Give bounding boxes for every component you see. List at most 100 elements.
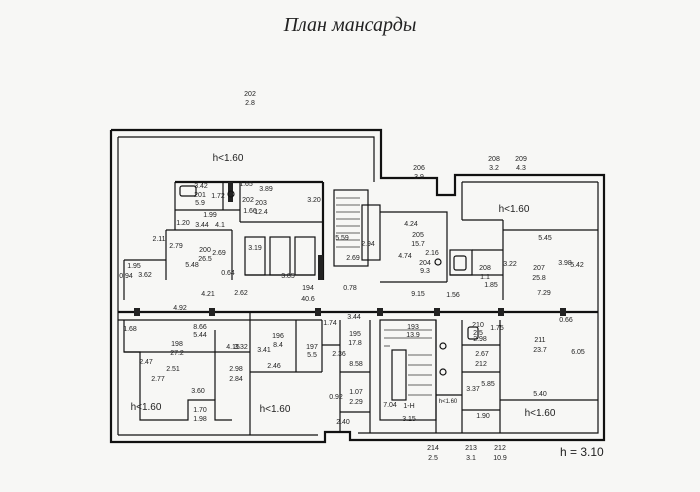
plan-label-344: 3.44 xyxy=(195,222,209,229)
plan-label-208b: 208 xyxy=(479,265,491,272)
plan-label-729: 7.29 xyxy=(537,290,551,297)
plan-label-548: 5.48 xyxy=(185,262,199,269)
plan-label-156: 1.56 xyxy=(446,292,460,299)
plan-label-190: 1.90 xyxy=(476,413,490,420)
plan-label-284: 2.84 xyxy=(229,376,243,383)
plan-label-398: 3.98 xyxy=(558,260,572,267)
ceiling-height-note: h = 3.10 xyxy=(560,445,604,459)
fixtures xyxy=(179,185,479,376)
plan-label-59: 5.9 xyxy=(195,200,205,207)
plan-label-421: 4.21 xyxy=(201,291,215,298)
plan-label-362: 3.62 xyxy=(138,272,152,279)
plan-label-207: 207 xyxy=(533,265,545,272)
plan-label-139: 13.9 xyxy=(406,332,420,339)
plan-label-322: 3.22 xyxy=(503,261,517,268)
plan-label-246: 2.46 xyxy=(267,363,281,370)
plan-label-107: 1.07 xyxy=(349,389,363,396)
plan-label-492: 4.92 xyxy=(173,305,187,312)
plan-label-585: 5.85 xyxy=(481,381,495,388)
plan-label-247: 2.47 xyxy=(139,359,153,366)
plan-label-216: 2.16 xyxy=(425,250,439,257)
plan-label-298: 2.98 xyxy=(473,336,487,343)
plan-label-202a: 2.8 xyxy=(245,100,255,107)
plan-label-415: 4.15 xyxy=(226,344,240,351)
plan-label-866: 8.66 xyxy=(193,324,207,331)
outer-walls xyxy=(109,128,606,444)
plan-label-206a: 3.9 xyxy=(414,174,424,181)
plan-label-540: 5.40 xyxy=(533,391,547,398)
plan-label-605: 6.05 xyxy=(571,349,585,356)
plan-label-208a: 3.2 xyxy=(489,165,499,172)
plan-label-201: 201 xyxy=(194,192,206,199)
plan-label-262: 2.62 xyxy=(234,290,248,297)
plan-label-092: 0.92 xyxy=(329,394,343,401)
stair-treads xyxy=(336,197,432,396)
plan-label-203: 203 xyxy=(255,200,267,207)
plan-label-277: 2.77 xyxy=(151,376,165,383)
plan-label-198: 198 xyxy=(171,341,183,348)
plan-label-066: 0.66 xyxy=(559,317,573,324)
plan-label-55: 5.5 xyxy=(307,352,317,359)
plan-label-209: 209 xyxy=(515,156,527,163)
plan-label-210: 210 xyxy=(472,322,484,329)
plan-label-267: 2.67 xyxy=(475,351,489,358)
plan-label-84: 8.4 xyxy=(273,342,283,349)
plan-label-251: 2.51 xyxy=(166,366,180,373)
plan-label-320: 3.20 xyxy=(307,197,321,204)
plan-label-41: 4.1 xyxy=(215,222,225,229)
plan-label-319: 3.19 xyxy=(248,245,262,252)
plan-label-337: 3.37 xyxy=(466,386,480,393)
plan-label-168: 1.68 xyxy=(123,326,137,333)
plan-label-172: 1.72 xyxy=(211,193,225,200)
plan-label-209a: 4.3 xyxy=(516,165,526,172)
plan-label-332: 3.32 xyxy=(234,344,248,351)
plan-label-237: 23.7 xyxy=(533,347,547,354)
plan-label-170: 1.70 xyxy=(193,407,207,414)
plan-label-544: 5.44 xyxy=(193,332,207,339)
plan-label-342: 3.42 xyxy=(194,183,208,190)
plan-label-200: 200 xyxy=(199,247,211,254)
plan-label-196: 196 xyxy=(272,333,284,340)
plan-label-166: 1.66 xyxy=(243,208,257,215)
plan-label-h160-1: h<1.60 xyxy=(213,153,244,164)
plan-label-542: 5.42 xyxy=(570,262,584,269)
plan-label-214a: 2.5 xyxy=(428,455,438,462)
plan-label-h160-6: h<1.60 xyxy=(525,408,556,419)
plan-label-344b: 3.44 xyxy=(347,314,361,321)
dimension-labels: 2022.8h<1.602063.92083.22094.3h<1.603.42… xyxy=(119,91,585,462)
plan-label-h160-3: h<1.60 xyxy=(439,399,458,405)
plan-label-165: 1.65 xyxy=(239,181,253,188)
plan-label-269: 2.69 xyxy=(212,250,226,257)
plan-label-174: 1.74 xyxy=(323,320,337,327)
plan-label-175: 1.75 xyxy=(490,325,504,332)
plan-label-294: 2.94 xyxy=(361,241,375,248)
plan-label-213: 213 xyxy=(465,445,477,452)
plan-label-298b: 2.98 xyxy=(229,366,243,373)
plan-label-202b: 202 xyxy=(242,197,254,204)
plan-label-236: 2.36 xyxy=(332,351,346,358)
plan-label-h160-4: h<1.60 xyxy=(131,402,162,413)
plan-label-858: 8.58 xyxy=(349,361,363,368)
plan-label-204: 204 xyxy=(419,260,431,267)
plan-label-25: 2.5 xyxy=(473,330,483,337)
plan-label-341: 3.41 xyxy=(257,347,271,354)
plan-label-229: 2.29 xyxy=(349,399,363,406)
plan-label-212b: 212 xyxy=(494,445,506,452)
plan-label-385: 3.85 xyxy=(281,273,295,280)
plan-label-195v: 1.95 xyxy=(127,263,141,270)
plan-label-213a: 3.1 xyxy=(466,455,476,462)
plan-label-205: 205 xyxy=(412,232,424,239)
plan-label-212c: 10.9 xyxy=(493,455,507,462)
plan-label-193: 193 xyxy=(407,324,419,331)
plan-label-120: 1.20 xyxy=(176,220,190,227)
plan-label-078: 0.78 xyxy=(343,285,357,292)
plan-label-269b: 2.69 xyxy=(346,255,360,262)
plan-label-406: 40.6 xyxy=(301,296,315,303)
plan-label-545: 5.45 xyxy=(538,235,552,242)
plan-label-h160-2: h<1.60 xyxy=(499,204,530,215)
plan-label-474: 4.74 xyxy=(398,253,412,260)
plan-label-360: 3.60 xyxy=(191,388,205,395)
plan-label-389: 3.89 xyxy=(259,186,273,193)
